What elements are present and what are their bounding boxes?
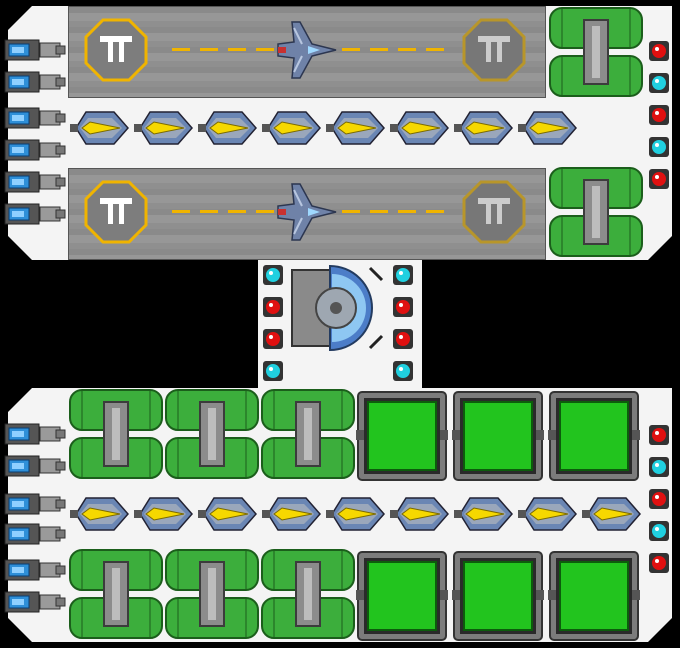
- thruster-icon[interactable]: [324, 106, 390, 150]
- side-engine-icon[interactable]: [4, 490, 66, 518]
- fuel-tank-icon[interactable]: [260, 388, 356, 480]
- side-engine-icon[interactable]: [4, 520, 66, 548]
- hangar-bay-icon[interactable]: [452, 550, 544, 642]
- thruster-icon[interactable]: [516, 492, 582, 536]
- fuel-tank-icon[interactable]: [68, 548, 164, 640]
- fuel-tank-icon[interactable]: [164, 548, 260, 640]
- runway-marking: [200, 210, 218, 213]
- fuel-tank-icon[interactable]: [164, 388, 260, 480]
- status-light-icon: [262, 264, 284, 286]
- status-light-icon: [648, 424, 670, 446]
- thruster-icon[interactable]: [452, 492, 518, 536]
- side-engine-icon[interactable]: [4, 200, 66, 228]
- side-engine-icon[interactable]: [4, 452, 66, 480]
- status-light-icon: [648, 552, 670, 574]
- thruster-icon[interactable]: [132, 492, 198, 536]
- thruster-icon[interactable]: [196, 492, 262, 536]
- thruster-icon[interactable]: [388, 492, 454, 536]
- runway-marking: [426, 210, 444, 213]
- hangar-bay-icon[interactable]: [548, 390, 640, 482]
- status-light-icon: [648, 168, 670, 190]
- fuel-tank-icon[interactable]: [548, 166, 644, 258]
- fighter-ship-icon[interactable]: [272, 18, 338, 82]
- thruster-icon[interactable]: [132, 106, 198, 150]
- thruster-icon[interactable]: [260, 106, 326, 150]
- thruster-icon[interactable]: [452, 106, 518, 150]
- hangar-bay-icon[interactable]: [548, 550, 640, 642]
- status-light-icon: [392, 296, 414, 318]
- status-light-icon: [262, 328, 284, 350]
- runway-marking: [172, 48, 190, 51]
- runway-marking: [228, 48, 246, 51]
- status-light-icon: [262, 360, 284, 382]
- side-engine-icon[interactable]: [4, 104, 66, 132]
- reactor-core-icon[interactable]: [290, 262, 386, 354]
- runway-marking: [256, 210, 274, 213]
- status-light-icon: [648, 456, 670, 478]
- side-engine-icon[interactable]: [4, 36, 66, 64]
- thruster-icon[interactable]: [68, 106, 134, 150]
- runway-marking: [342, 210, 360, 213]
- runway-marking: [200, 48, 218, 51]
- thruster-icon[interactable]: [196, 106, 262, 150]
- status-light-icon: [648, 72, 670, 94]
- runway-marking: [256, 48, 274, 51]
- side-engine-icon[interactable]: [4, 68, 66, 96]
- fuel-tank-icon[interactable]: [548, 6, 644, 98]
- runway-marking: [398, 210, 416, 213]
- side-engine-icon[interactable]: [4, 588, 66, 616]
- thruster-icon[interactable]: [580, 492, 646, 536]
- status-light-icon: [648, 520, 670, 542]
- runway-marking: [370, 48, 388, 51]
- side-engine-icon[interactable]: [4, 136, 66, 164]
- thruster-icon[interactable]: [68, 492, 134, 536]
- fuel-tank-icon[interactable]: [260, 548, 356, 640]
- thruster-icon[interactable]: [260, 492, 326, 536]
- status-light-icon: [648, 104, 670, 126]
- hangar-bay-icon[interactable]: [356, 550, 448, 642]
- side-engine-icon[interactable]: [4, 420, 66, 448]
- landing-pad-icon[interactable]: [462, 180, 526, 244]
- side-engine-icon[interactable]: [4, 556, 66, 584]
- landing-pad-icon[interactable]: [462, 18, 526, 82]
- runway-marking: [426, 48, 444, 51]
- fighter-ship-icon[interactable]: [272, 180, 338, 244]
- status-light-icon: [392, 360, 414, 382]
- runway-marking: [228, 210, 246, 213]
- status-light-icon: [648, 136, 670, 158]
- landing-pad-icon[interactable]: [84, 180, 148, 244]
- hangar-bay-icon[interactable]: [356, 390, 448, 482]
- fuel-tank-icon[interactable]: [68, 388, 164, 480]
- status-light-icon: [648, 488, 670, 510]
- thruster-icon[interactable]: [324, 492, 390, 536]
- runway-marking: [342, 48, 360, 51]
- thruster-icon[interactable]: [516, 106, 582, 150]
- status-light-icon: [392, 328, 414, 350]
- side-engine-icon[interactable]: [4, 168, 66, 196]
- status-light-icon: [262, 296, 284, 318]
- thruster-icon[interactable]: [388, 106, 454, 150]
- runway-marking: [172, 210, 190, 213]
- status-light-icon: [648, 40, 670, 62]
- hangar-bay-icon[interactable]: [452, 390, 544, 482]
- runway-marking: [370, 210, 388, 213]
- landing-pad-icon[interactable]: [84, 18, 148, 82]
- runway-marking: [398, 48, 416, 51]
- status-light-icon: [392, 264, 414, 286]
